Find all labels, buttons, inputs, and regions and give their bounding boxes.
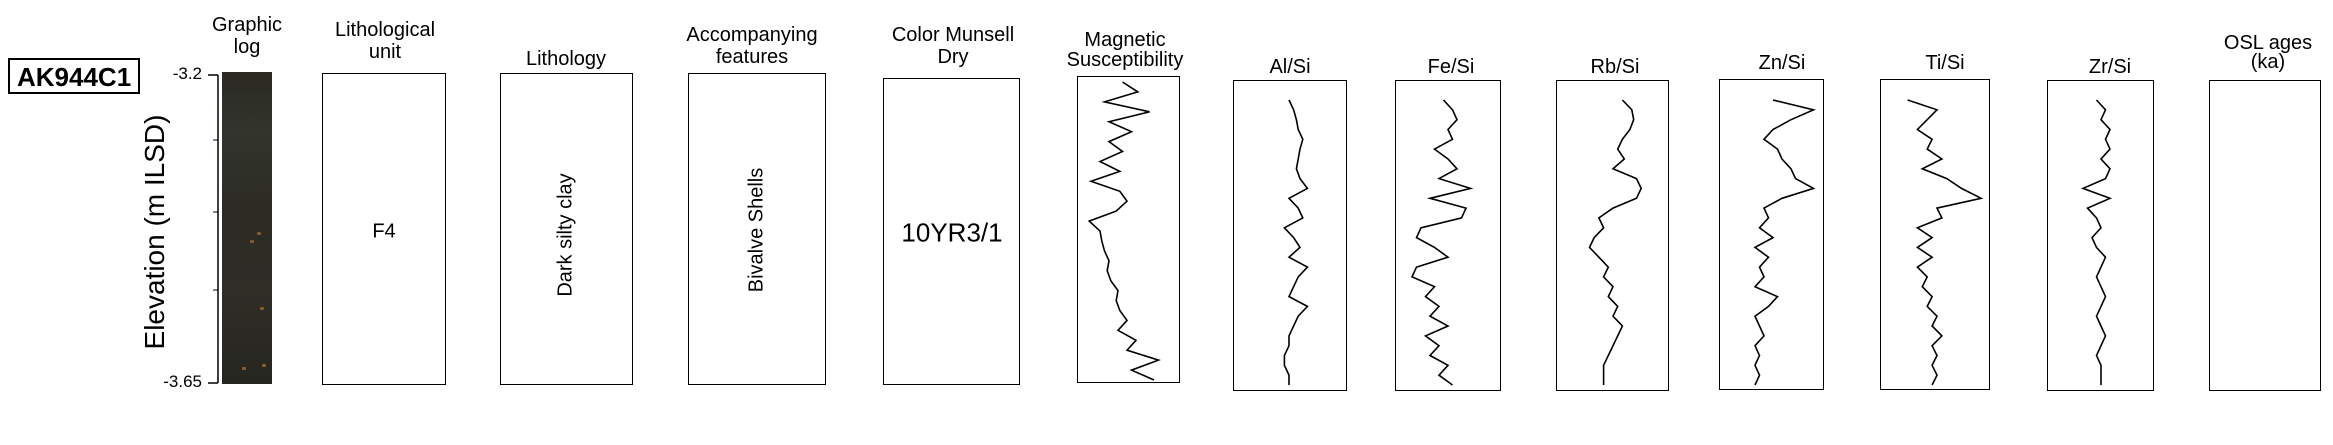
header-line: Graphic: [211, 14, 283, 36]
header-line: Magnetic: [1084, 29, 1166, 51]
header-osl-ages: OSL ages (ka): [2223, 32, 2313, 73]
header-magnetic-susceptibility: Magnetic Susceptibility: [1067, 30, 1184, 70]
header-line: log: [233, 36, 261, 58]
osl-ages-frame: [2209, 80, 2321, 391]
zn-si-curve: [1753, 99, 1816, 386]
graphic-log-image: [222, 72, 272, 384]
y-tick-bottom: -3.65: [163, 372, 202, 391]
header-line: Ti/Si: [1925, 52, 1965, 74]
header-lithological-unit: Lithological unit: [335, 19, 435, 63]
core-id-label: AK944C1: [8, 58, 141, 94]
fe-si-plot-frame: [1395, 80, 1501, 391]
header-line: Fe/Si: [1427, 56, 1475, 78]
header-line: Rb/Si: [1590, 56, 1640, 78]
header-fe-si: Fe/Si: [1428, 56, 1475, 78]
header-color-munsell: Color Munsell Dry: [892, 24, 1014, 68]
header-line: Lithological: [334, 19, 436, 41]
header-line: Susceptibility: [1066, 49, 1184, 71]
rb-si-plot-frame: [1556, 80, 1669, 391]
lithological-unit-column: [322, 73, 446, 385]
header-accompanying-features: Accompanying features: [686, 24, 817, 68]
lithological-unit-value: F4: [372, 220, 396, 243]
magsus-curve: [1087, 81, 1161, 381]
header-lithology: Lithology: [526, 48, 606, 70]
header-line: Accompanying: [686, 24, 818, 46]
y-tick-top: -3.2: [172, 64, 202, 83]
header-line: features: [715, 46, 789, 68]
sediment-speck: [242, 367, 246, 370]
header-line: Zn/Si: [1758, 52, 1806, 74]
header-zn-si: Zn/Si: [1759, 52, 1806, 74]
zr-si-curve: [2080, 99, 2113, 385]
header-line: Dry: [937, 46, 969, 68]
header-line: Al/Si: [1269, 56, 1311, 78]
fe-si-curve: [1410, 99, 1474, 386]
sediment-speck: [257, 232, 261, 235]
header-line: (ka): [2250, 51, 2286, 73]
header-zr-si: Zr/Si: [2089, 56, 2131, 78]
header-al-si: Al/Si: [1269, 56, 1310, 78]
header-line: Lithology: [525, 48, 607, 70]
header-rb-si: Rb/Si: [1591, 56, 1640, 78]
header-graphic-log: Graphic log: [212, 14, 282, 58]
header-line: Zr/Si: [2088, 56, 2132, 78]
rb-si-curve: [1588, 99, 1643, 385]
header-line: OSL ages: [2223, 32, 2313, 54]
sediment-speck: [250, 240, 254, 243]
sediment-speck: [262, 364, 266, 367]
zr-si-plot-frame: [2047, 80, 2154, 391]
header-line: unit: [368, 41, 402, 63]
al-si-plot-frame: [1233, 80, 1347, 391]
ti-si-plot-frame: [1880, 79, 1990, 390]
munsell-value: 10YR3/1: [901, 217, 1003, 248]
al-si-curve: [1283, 99, 1309, 385]
features-column: [688, 73, 826, 385]
header-ti-si: Ti/Si: [1925, 52, 1964, 74]
sediment-speck: [260, 307, 264, 310]
header-line: Color Munsell: [891, 24, 1015, 46]
ti-si-curve: [1907, 99, 1984, 386]
lithology-column: [500, 73, 633, 385]
munsell-column: [883, 78, 1020, 385]
magsus-plot-frame: [1077, 76, 1180, 383]
